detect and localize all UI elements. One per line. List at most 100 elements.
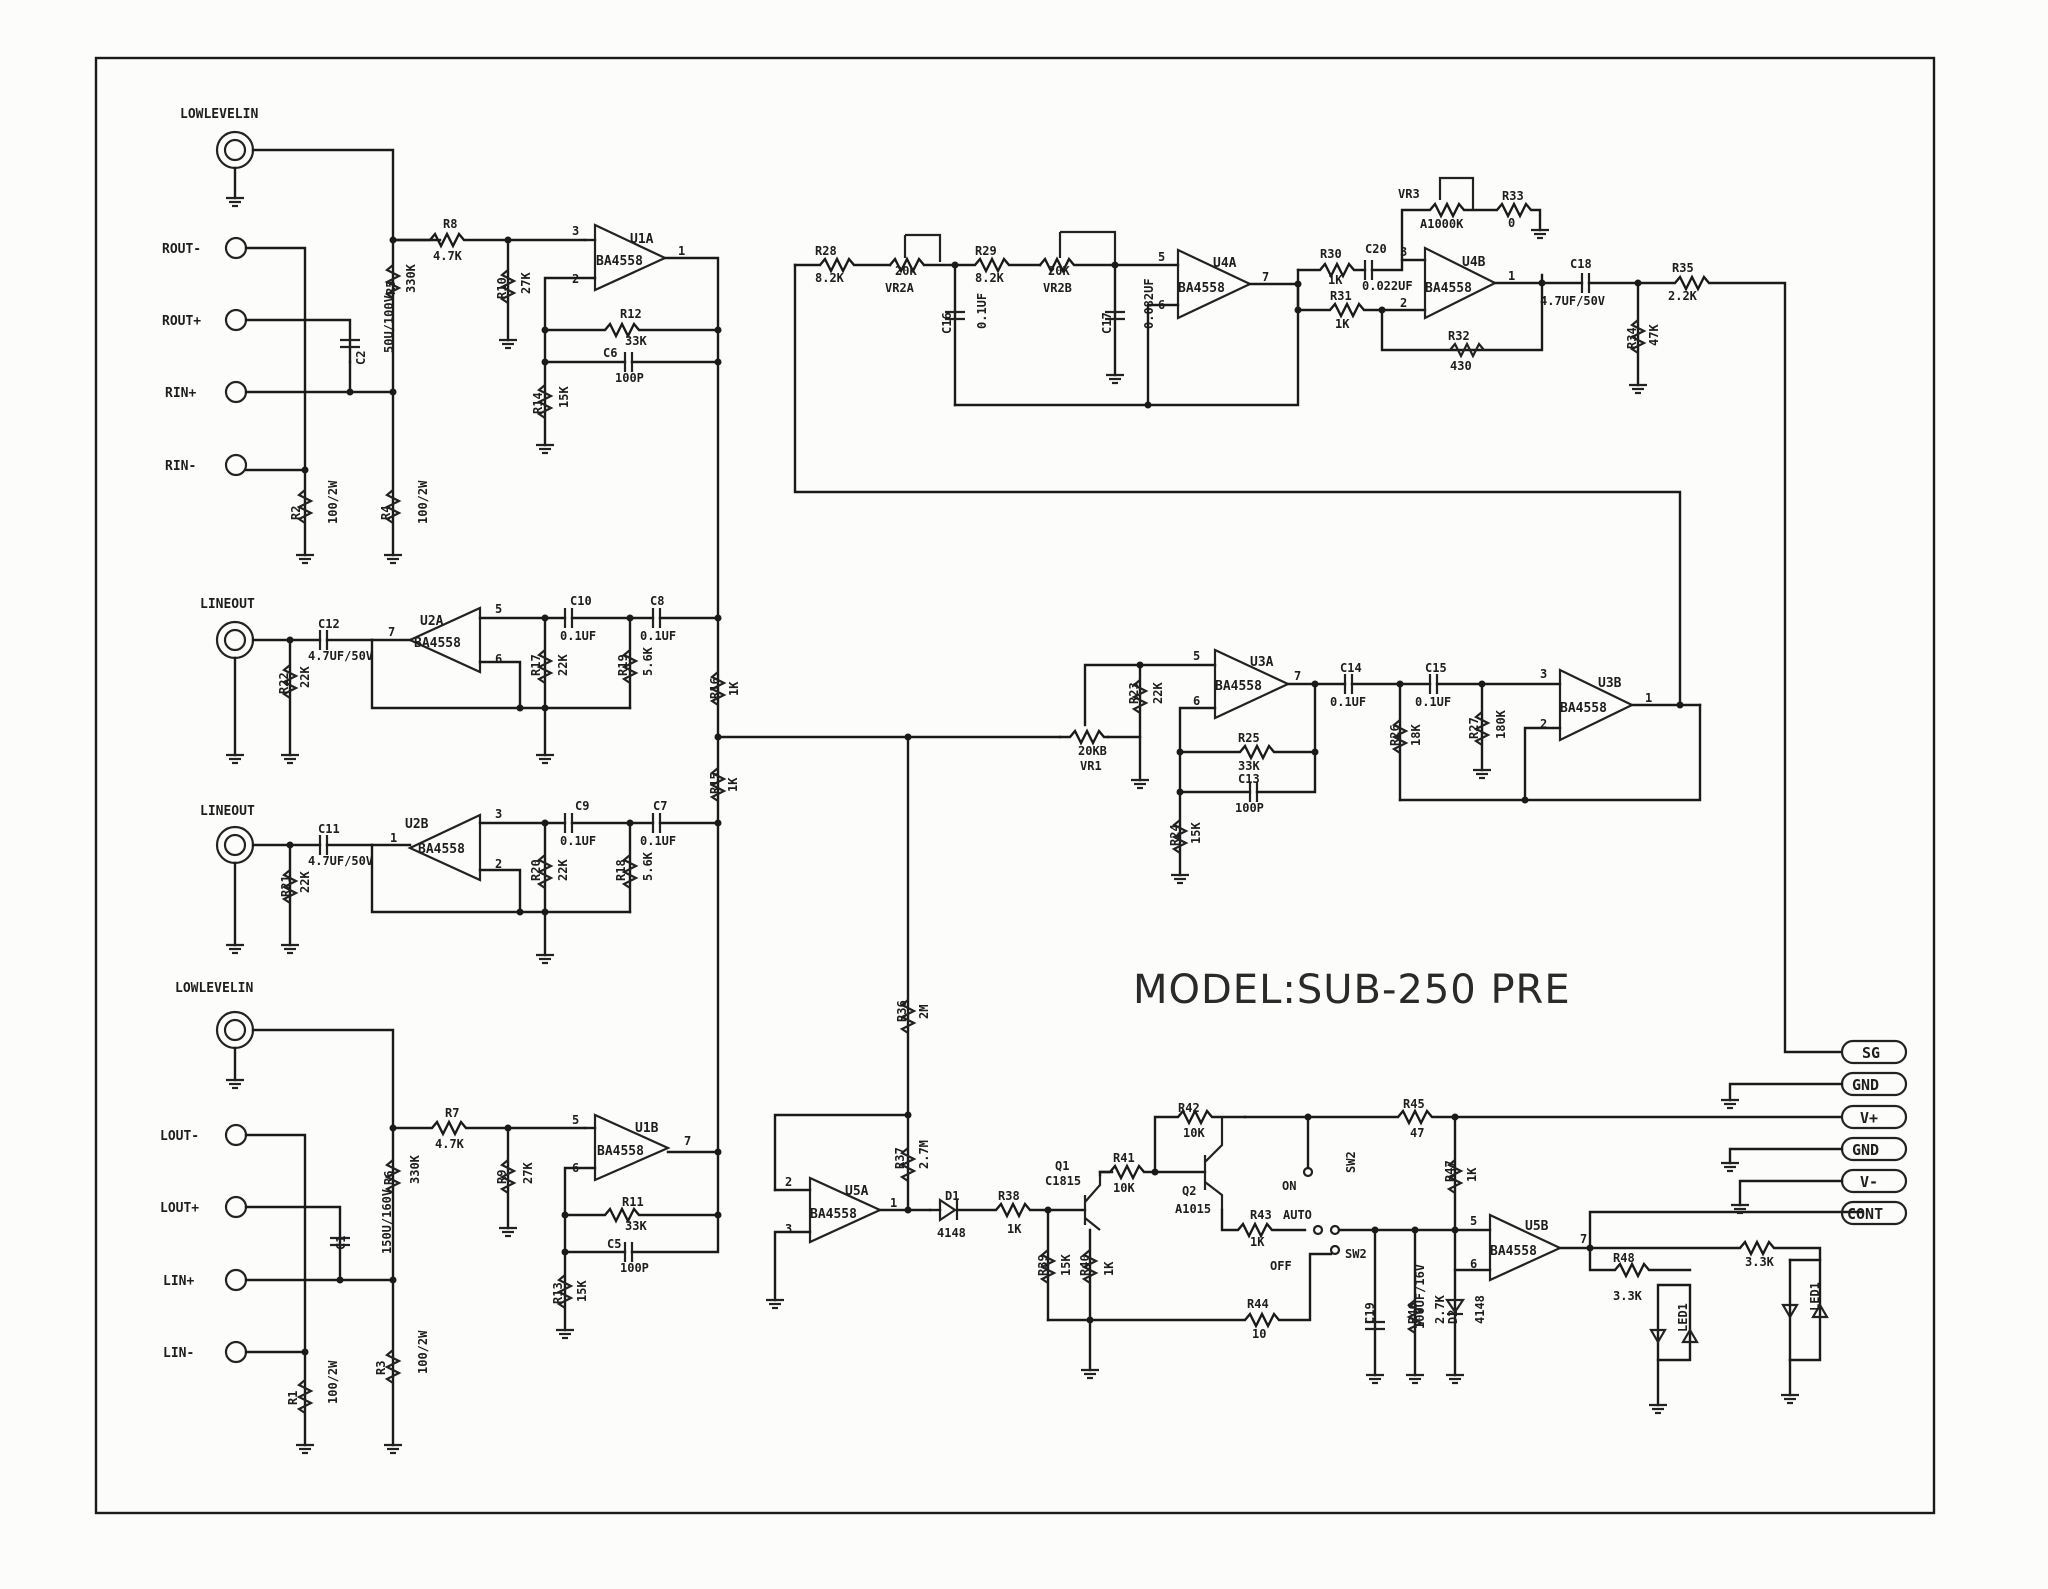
terminal-rin-minus[interactable] <box>224 453 248 477</box>
c13-label: C13 <box>1238 772 1260 786</box>
r19-value: 5.6K <box>641 646 655 676</box>
u3b-pin2: 2 <box>1540 717 1547 731</box>
u4b-ref: U4B <box>1462 255 1486 270</box>
opamp-u4b[interactable] <box>1423 246 1498 320</box>
vr2a-value: 20K <box>895 264 917 278</box>
u5b-ref: U5B <box>1525 1219 1549 1234</box>
r6-value: 330K <box>408 1154 422 1184</box>
u2b-part: BA4558 <box>418 842 465 857</box>
r35-label: R35 <box>1672 261 1694 275</box>
u5b-pin5: 5 <box>1470 1214 1477 1228</box>
terminal-rout-plus-label: ROUT+ <box>162 314 201 329</box>
r45-value: 47 <box>1410 1126 1424 1140</box>
r43-value: 1K <box>1250 1235 1265 1249</box>
low-level-in-bottom-jack[interactable] <box>215 1010 255 1090</box>
r41-label: R41 <box>1113 1151 1135 1165</box>
r33-value: 0 <box>1508 216 1515 230</box>
r14-label: R14 <box>531 392 545 414</box>
connector-pin-gnd-1[interactable]: GND <box>1840 1071 1908 1097</box>
connector-pin-sg[interactable]: SG <box>1840 1039 1908 1065</box>
opamp-u1b[interactable] <box>593 1113 671 1182</box>
r25-value: 33K <box>1238 759 1260 773</box>
r15-label: R15 <box>708 772 722 794</box>
r35-value: 2.2K <box>1668 289 1698 303</box>
r23-label: R23 <box>1127 682 1141 704</box>
r47-label: R47 <box>1443 1160 1457 1182</box>
u2a-part: BA4558 <box>414 636 461 651</box>
u2b-pin3: 3 <box>495 807 502 821</box>
r31-label: R31 <box>1330 289 1352 303</box>
r3-label: R3 <box>374 1361 388 1375</box>
opamp-u1a[interactable] <box>593 223 668 292</box>
u5b-pin6: 6 <box>1470 1257 1477 1271</box>
opamp-u4a[interactable] <box>1176 248 1253 320</box>
opamp-u3a[interactable] <box>1213 648 1291 720</box>
u4b-pin3: 3 <box>1400 245 1407 259</box>
r16-label: R16 <box>708 677 722 699</box>
u5a-part: BA4558 <box>810 1207 857 1222</box>
c9-value: 0.1UF <box>560 834 596 848</box>
low-level-in-top-jack[interactable] <box>215 130 255 208</box>
r38-value: 1K <box>1007 1222 1022 1236</box>
r17-label: R17 <box>529 654 543 676</box>
r37-label: R37 <box>893 1147 907 1169</box>
c16-value: 0.1UF <box>975 293 989 329</box>
r49-value: 3.3K <box>1745 1255 1775 1269</box>
opamp-u5a[interactable] <box>808 1176 883 1244</box>
c12-label: C12 <box>318 617 340 631</box>
opamp-u2a[interactable] <box>407 606 482 674</box>
r18-label: R18 <box>614 859 628 881</box>
u5b-part: BA4558 <box>1490 1244 1537 1259</box>
u5a-ref: U5A <box>845 1184 869 1199</box>
terminal-lin-plus[interactable] <box>224 1268 248 1292</box>
sw2-lower-label: SW2 <box>1345 1247 1367 1261</box>
r40-label: R40 <box>1078 1254 1092 1276</box>
c11-value: 4.7UF/50V <box>308 854 373 868</box>
c18-value: 4.7UF/50V <box>1540 294 1605 308</box>
connector-pin-vplus[interactable]: V+ <box>1840 1104 1908 1130</box>
terminal-lout-plus[interactable] <box>224 1195 248 1219</box>
r31-value: 1K <box>1335 317 1350 331</box>
c11-label: C11 <box>318 822 340 836</box>
u4a-part: BA4558 <box>1178 281 1225 296</box>
terminal-lout-minus[interactable] <box>224 1123 248 1147</box>
c8-label: C8 <box>650 594 664 608</box>
c15-label: C15 <box>1425 661 1447 675</box>
c20-label: C20 <box>1365 242 1387 256</box>
r13-value: 15K <box>575 1280 589 1302</box>
line-out-2-jack[interactable] <box>215 825 255 955</box>
vr1-label: VR1 <box>1080 759 1102 773</box>
connector-pin-cont[interactable]: CONT <box>1840 1200 1908 1226</box>
opamp-u3b[interactable] <box>1558 668 1635 742</box>
r17-value: 22K <box>556 654 570 676</box>
r43-label: R43 <box>1250 1208 1272 1222</box>
terminal-rout-minus-label: ROUT- <box>162 242 201 257</box>
r42-value: 10K <box>1183 1126 1205 1140</box>
opamp-u5b[interactable] <box>1488 1213 1563 1282</box>
low-level-in-top-label: LOWLEVELIN <box>180 107 258 122</box>
connector-pin-gnd-2[interactable]: GND <box>1840 1136 1908 1162</box>
c10-label: C10 <box>570 594 592 608</box>
r27-value: 180K <box>1494 709 1508 739</box>
terminal-rin-plus[interactable] <box>224 380 248 404</box>
terminal-lin-minus[interactable] <box>224 1340 248 1364</box>
r46-value: 2.7K <box>1433 1294 1447 1324</box>
u2b-pin1: 1 <box>390 831 397 845</box>
line-out-1-jack[interactable] <box>215 620 255 765</box>
connector-pin-vminus[interactable]: V- <box>1840 1168 1908 1194</box>
u4b-part: BA4558 <box>1425 281 1472 296</box>
r28-label: R28 <box>815 244 837 258</box>
terminal-rout-plus[interactable] <box>224 308 248 332</box>
opamp-u2b[interactable] <box>407 813 482 882</box>
c17-label: C17 <box>1100 312 1114 334</box>
r44-value: 10 <box>1252 1327 1266 1341</box>
r46-label: R46 <box>1406 1302 1420 1324</box>
r14-value: 15K <box>557 386 571 408</box>
vr1-value: 20KB <box>1078 744 1107 758</box>
c14-value: 0.1UF <box>1330 695 1366 709</box>
terminal-rout-minus[interactable] <box>224 236 248 260</box>
r21-label: R21 <box>279 875 293 897</box>
u3a-pin7: 7 <box>1294 669 1301 683</box>
u1b-pin5: 5 <box>572 1113 579 1127</box>
